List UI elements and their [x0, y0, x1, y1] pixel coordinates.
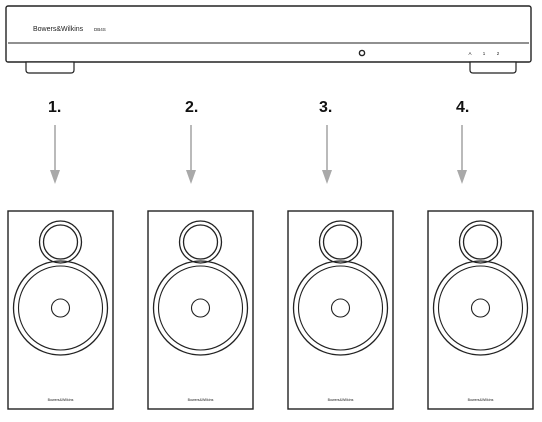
step-number-3: 3.	[319, 99, 332, 116]
amplifier-brand-text: Bowers&Wilkins	[33, 26, 84, 33]
tweeter-icon	[458, 220, 503, 264]
speaker-badge: Bowers&Wilkins	[48, 398, 74, 402]
arrow-down-icon-1	[50, 125, 60, 184]
indicator-label-a: A	[468, 51, 471, 56]
step-number-1: 1.	[48, 99, 61, 116]
arrow-down-icon-3	[322, 125, 332, 184]
tweeter-icon	[38, 220, 83, 264]
speaker-3[interactable]: Bowers&Wilkins	[287, 210, 394, 410]
amplifier-model-text: DB4S	[94, 27, 106, 32]
indicator-label-2: 2	[497, 51, 500, 56]
speaker-1[interactable]: Bowers&Wilkins	[7, 210, 114, 410]
woofer-icon	[12, 260, 109, 356]
arrow-down-icon-4	[457, 125, 467, 184]
power-button-icon[interactable]	[358, 49, 366, 57]
right-foot	[469, 61, 517, 74]
arrow-down-icon-2	[186, 125, 196, 184]
indicator-label-1: 1	[483, 51, 486, 56]
speaker-2[interactable]: Bowers&Wilkins	[147, 210, 254, 410]
step-number-2: 2.	[185, 99, 198, 116]
tweeter-icon	[178, 220, 223, 264]
speaker-badge: Bowers&Wilkins	[468, 398, 494, 402]
speaker-badge: Bowers&Wilkins	[188, 398, 214, 402]
amplifier-top-plate	[5, 5, 532, 63]
speaker-4[interactable]: Bowers&Wilkins	[427, 210, 534, 410]
speaker-badge: Bowers&Wilkins	[328, 398, 354, 402]
woofer-icon	[152, 260, 249, 356]
amplifier-unit: Bowers&Wilkins DB4S A 1 2	[5, 5, 532, 74]
woofer-icon	[432, 260, 529, 356]
tweeter-icon	[318, 220, 363, 264]
left-foot	[25, 61, 75, 74]
woofer-icon	[292, 260, 389, 356]
step-number-4: 4.	[456, 99, 469, 116]
